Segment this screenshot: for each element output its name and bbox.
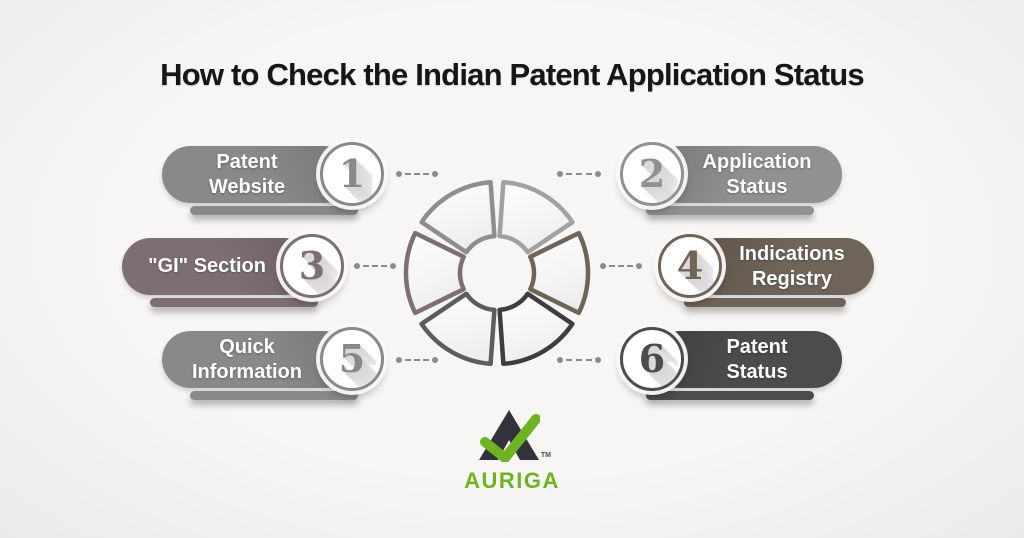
trademark-symbol: TM <box>540 452 551 459</box>
step-number-badge: 5 <box>320 327 384 391</box>
wheel-segment-right <box>528 230 591 316</box>
pill-understrip <box>646 206 814 215</box>
connector-dot <box>636 263 642 269</box>
connector-dashes <box>566 173 592 175</box>
connector-dashes <box>405 173 429 175</box>
connector-dot <box>557 357 563 363</box>
pill-understrip <box>190 391 358 400</box>
wheel-segment-bottom-right <box>497 291 575 367</box>
wheel-segment-bottom-left <box>419 291 497 367</box>
step-number-badge: 6 <box>620 327 684 391</box>
step-pill-indications-registry: Indications Registry 4 <box>658 234 874 307</box>
step-pill-patent-status: Patent Status 6 <box>620 327 842 400</box>
connector-dot <box>600 263 606 269</box>
connector-dashes <box>566 359 592 361</box>
step-number: 5 <box>338 336 366 381</box>
segmented-wheel-icon <box>403 179 591 367</box>
pill-understrip <box>646 391 814 400</box>
checkmark-icon <box>480 414 541 463</box>
step-number-badge: 4 <box>658 234 722 298</box>
connector-dot <box>354 263 360 269</box>
auriga-logo-mark: TM <box>478 410 551 463</box>
dotted-connector <box>557 357 601 363</box>
step-label: Application Status <box>702 151 812 198</box>
step-number-badge: 1 <box>320 142 384 206</box>
pill-understrip <box>684 298 846 307</box>
step-label: "GI" Section <box>148 255 266 278</box>
connector-dot <box>390 263 396 269</box>
step-number: 1 <box>338 151 366 196</box>
connector-dashes <box>363 265 387 267</box>
pill-understrip <box>150 298 318 307</box>
dotted-connector <box>396 357 438 363</box>
dotted-connector <box>557 171 601 177</box>
step-number: 6 <box>638 336 666 381</box>
connector-dashes <box>609 265 633 267</box>
connector-dot <box>432 357 438 363</box>
wheel-segment-left <box>403 230 466 316</box>
step-label: Indications Registry <box>739 243 845 290</box>
step-pill-patent-website: Patent Website 1 <box>162 142 384 215</box>
connector-dashes <box>405 359 429 361</box>
step-label: Quick Information <box>192 336 302 383</box>
step-number: 3 <box>298 243 326 288</box>
connector-dot <box>595 357 601 363</box>
auriga-logo: TM AURIGA <box>0 410 1024 494</box>
step-number-badge: 2 <box>620 142 684 206</box>
step-number-badge: 3 <box>280 234 344 298</box>
page-title: How to Check the Indian Patent Applicati… <box>160 57 865 92</box>
step-label: Patent Website <box>208 151 286 198</box>
step-label: Patent Status <box>726 336 788 383</box>
step-pill-gi-section: "GI" Section 3 <box>122 234 344 307</box>
connector-dot <box>557 171 563 177</box>
step-pill-application-status: Application Status 2 <box>620 142 842 215</box>
step-pill-quick-information: Quick Information 5 <box>162 327 384 400</box>
brand-name: AURIGA <box>464 468 560 493</box>
connector-dot <box>396 171 402 177</box>
connector-dot <box>432 171 438 177</box>
letter-a-icon <box>479 410 541 463</box>
pill-understrip <box>190 206 358 215</box>
step-number: 2 <box>638 151 666 196</box>
step-number: 4 <box>676 243 704 288</box>
connector-dot <box>595 171 601 177</box>
dotted-connector <box>600 263 642 269</box>
dotted-connector <box>396 171 438 177</box>
wheel-segment-top-left <box>419 179 497 255</box>
dotted-connector <box>354 263 396 269</box>
wheel-segment-top-right <box>497 179 575 255</box>
connector-dot <box>396 357 402 363</box>
